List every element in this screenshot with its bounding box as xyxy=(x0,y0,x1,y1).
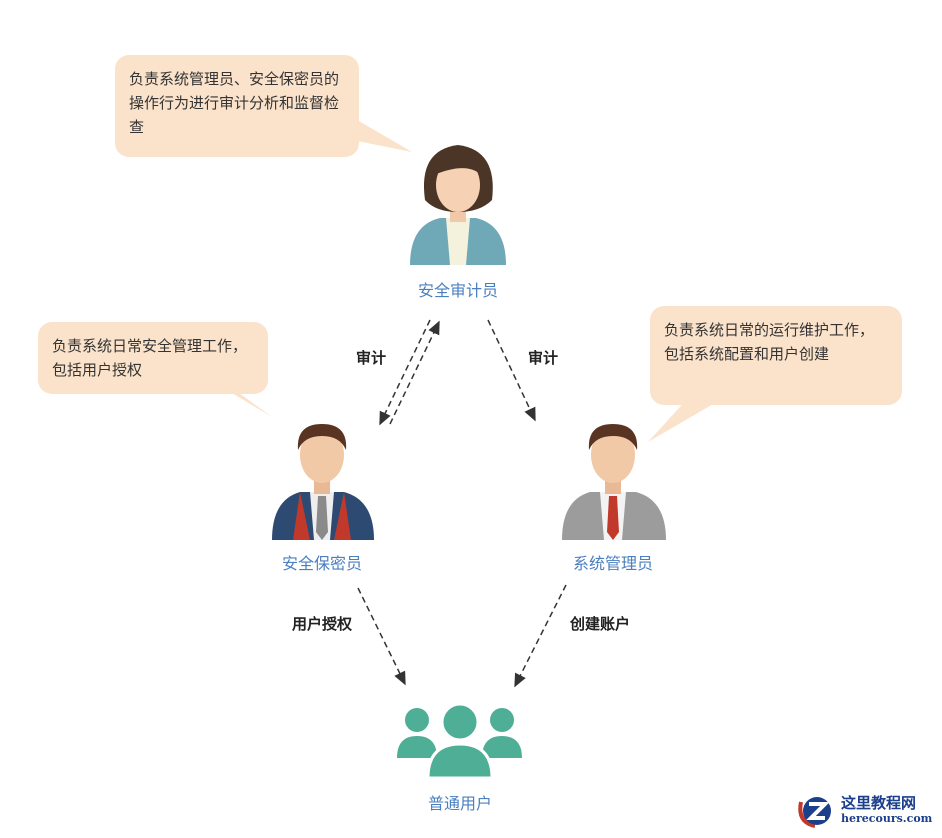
arrow-security-to-users xyxy=(357,587,406,686)
edge-label-audit-left: 审计 xyxy=(355,349,387,367)
users-label: 普通用户 xyxy=(427,794,493,813)
security-officer-label: 安全保密员 xyxy=(281,554,363,573)
watermark: 这里教程网 herecours.com xyxy=(795,792,932,828)
edge-label-authorize: 用户授权 xyxy=(291,615,353,633)
users-group-icon xyxy=(397,702,522,780)
sysadmin-description-bubble: 负责系统日常的运行维护工作，包括系统配置和用户创建 xyxy=(650,306,902,405)
watermark-logo-icon xyxy=(798,797,831,828)
edge-label-audit-right: 审计 xyxy=(527,349,559,367)
watermark-title: 这里教程网 xyxy=(841,794,917,812)
arrow-audit-to-sysadmin xyxy=(487,319,536,422)
sysadmin-label: 系统管理员 xyxy=(572,554,654,573)
arrow-sysadmin-to-users xyxy=(514,584,567,688)
arrow-security-to-auditor xyxy=(389,320,440,425)
auditor-label: 安全审计员 xyxy=(417,281,499,300)
watermark-url: herecours.com xyxy=(841,812,933,825)
edge-label-create-account: 创建账户 xyxy=(569,615,631,633)
auditor-description-bubble: 负责系统管理员、安全保密员的操作行为进行审计分析和监督检查 xyxy=(115,55,359,157)
security-description-bubble: 负责系统日常安全管理工作，包括用户授权 xyxy=(38,322,268,394)
sysadmin-avatar-icon xyxy=(562,424,666,540)
arrow-audit-to-security xyxy=(379,319,431,426)
security-officer-avatar-icon xyxy=(272,424,374,540)
auditor-avatar-icon xyxy=(410,145,506,265)
